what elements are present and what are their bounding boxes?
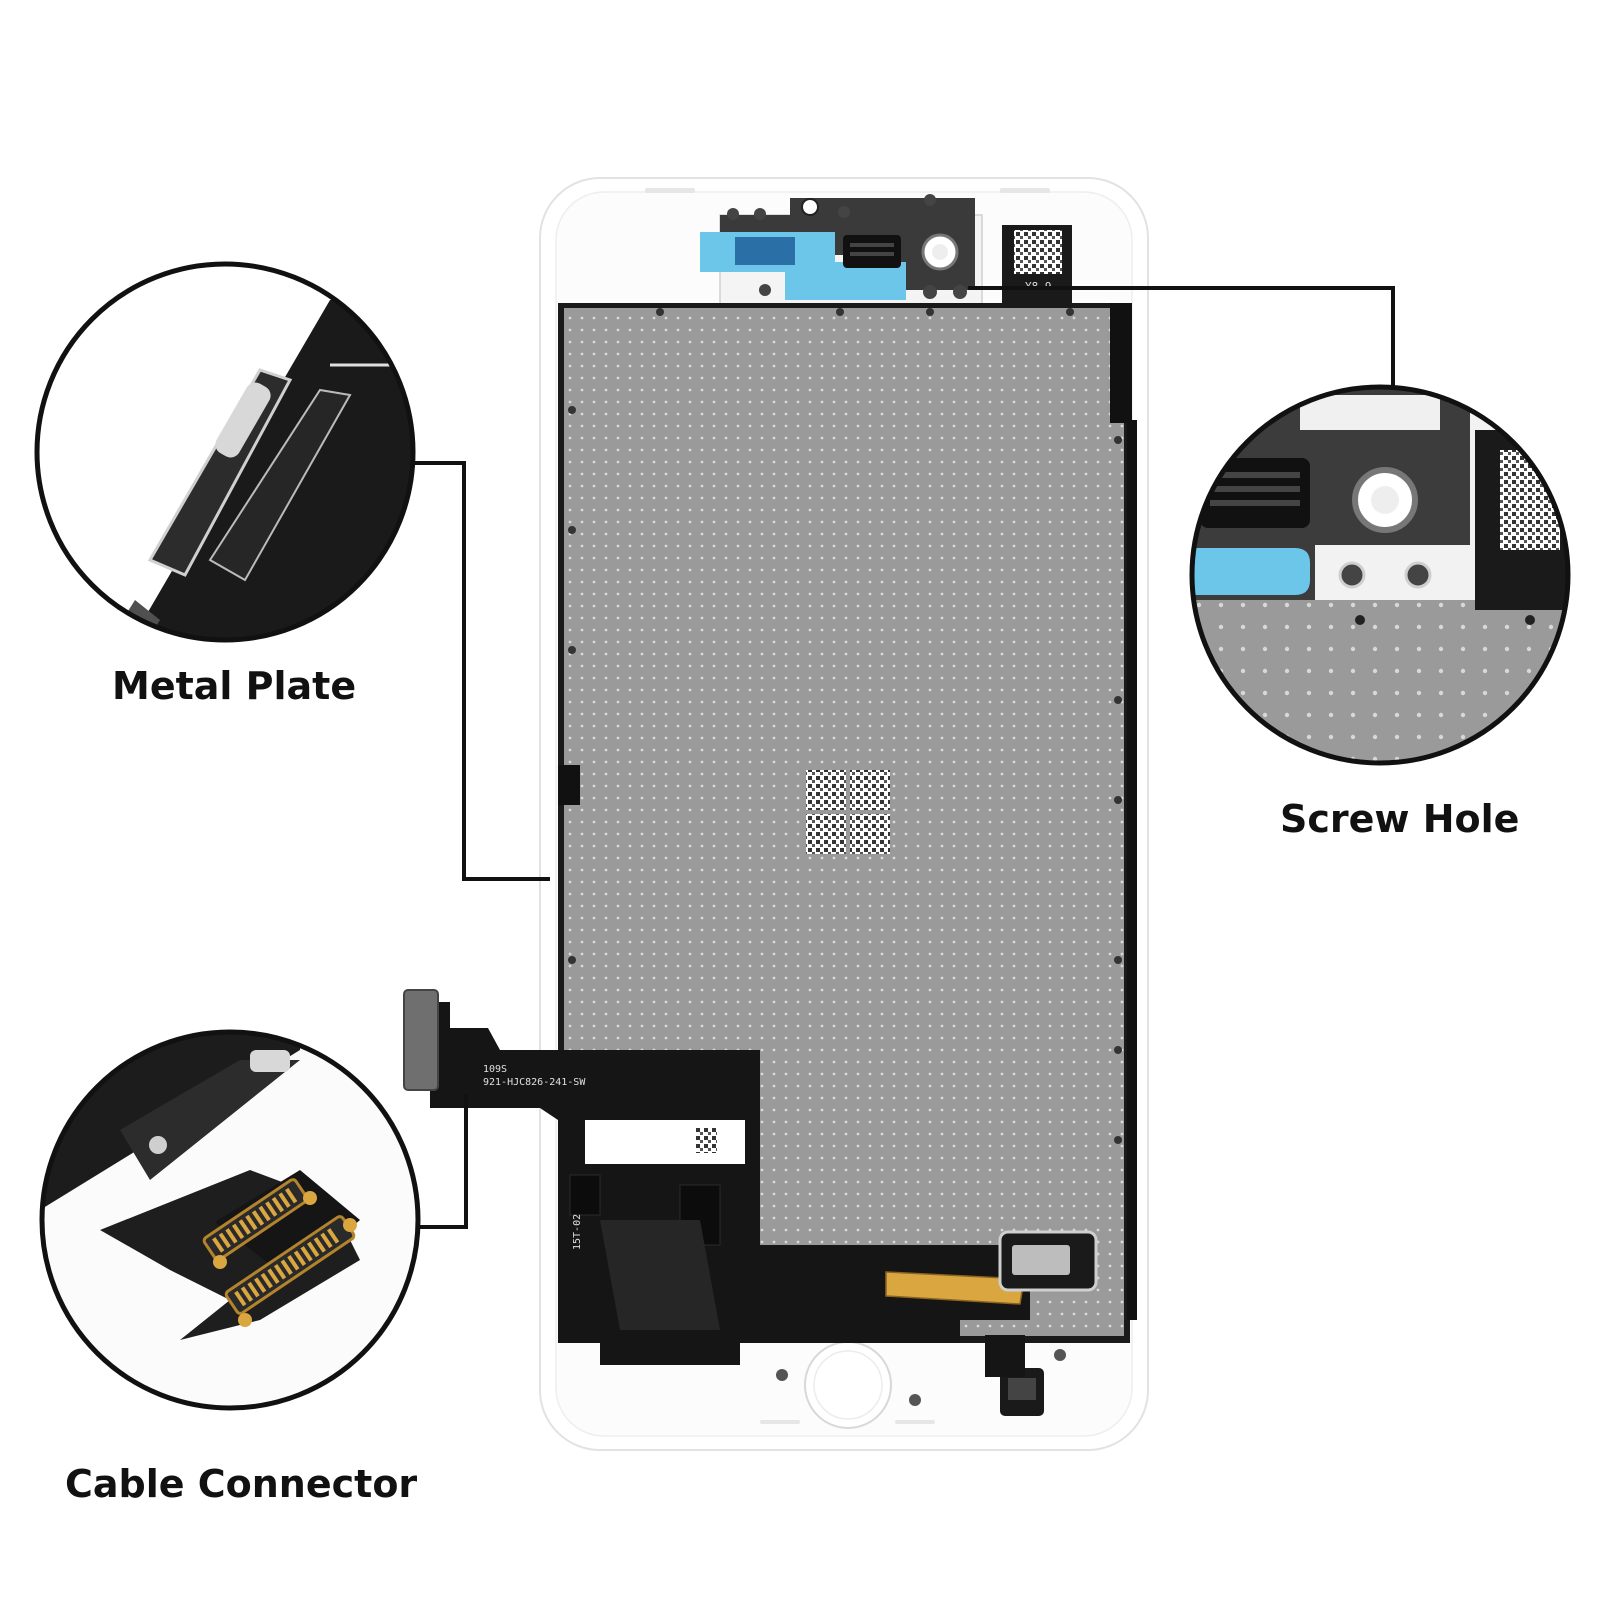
cable-connector-zoom-inset bbox=[39, 1029, 421, 1411]
flex-marking-2: 921-HJC826-241-SW bbox=[483, 1077, 586, 1088]
top-bracket bbox=[700, 194, 1072, 306]
flex-marking-side: 15T-02 bbox=[572, 1214, 583, 1250]
screw-hole-label: Screw Hole bbox=[1280, 797, 1520, 841]
screw-hole-callout-line bbox=[968, 286, 1395, 387]
metal-plate-zoom-inset bbox=[34, 261, 416, 643]
cable-connector-label: Cable Connector bbox=[65, 1462, 418, 1506]
screw-hole-zoom-inset bbox=[1189, 384, 1571, 766]
bottom-flex-cable bbox=[403, 989, 1098, 1416]
flex-marking-1: 109S bbox=[483, 1064, 507, 1075]
cable-connector-callout-line bbox=[416, 1094, 468, 1229]
metal-back-plate bbox=[558, 303, 1137, 1343]
callout-lines bbox=[410, 286, 1395, 1229]
metal-plate-callout-line bbox=[410, 461, 550, 881]
metal-plate-label: Metal Plate bbox=[112, 664, 357, 708]
